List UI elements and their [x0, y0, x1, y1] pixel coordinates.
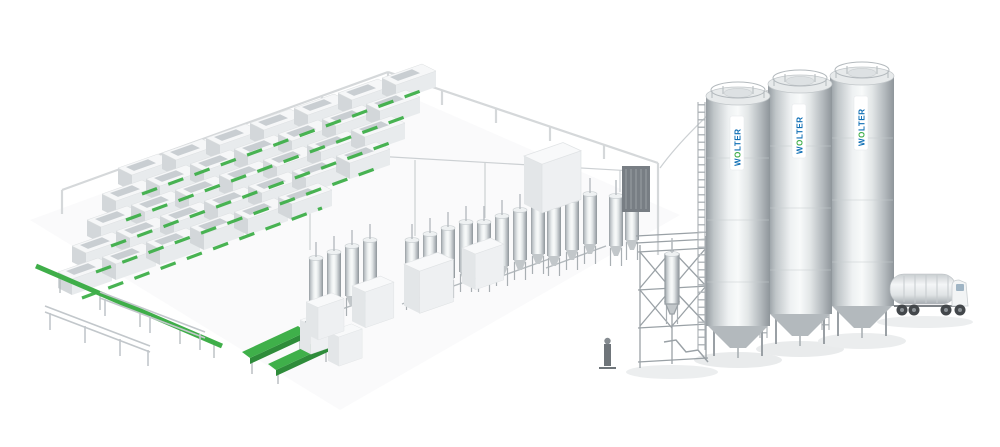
tower-stairs [663, 339, 709, 363]
truck-cab [951, 279, 969, 307]
control-cabinet [351, 275, 395, 329]
central-station [523, 142, 582, 214]
truck-window [956, 284, 964, 291]
tower-shadow [626, 365, 718, 379]
incline-conveyor-side [276, 344, 332, 376]
dryer-station [461, 187, 553, 293]
wolter-logo-text: WOLTER [858, 108, 867, 146]
truck-tank [889, 273, 957, 305]
vacuum-loader [599, 337, 616, 369]
tanker-truck [889, 273, 969, 316]
lattice-tower [635, 231, 711, 368]
wolter-logo-text: WOLTER [734, 128, 743, 166]
incline-conveyor-side [250, 332, 306, 364]
control-cabinet [403, 251, 454, 314]
wolter-logo-text: WOLTER [796, 116, 805, 154]
silo-label-plate [853, 95, 869, 151]
silo-shadow [694, 352, 782, 368]
row-conveyor [141, 87, 427, 196]
control-cabinet [461, 237, 505, 291]
dryer-station [545, 177, 607, 277]
row-conveyors [81, 87, 427, 300]
silo-shadow [818, 333, 906, 349]
silo-group: WOLTER WOLTER WOLTER [698, 62, 894, 358]
cooling-unit [622, 166, 650, 212]
row-conveyor [125, 113, 411, 222]
incline-conveyors [242, 311, 363, 384]
silo-label-plate [729, 115, 745, 171]
roller-tables [44, 291, 206, 366]
truck-shadow [877, 316, 973, 328]
incline-conveyor [242, 326, 306, 358]
row-conveyor [81, 206, 323, 300]
dryer-station [304, 223, 395, 341]
control-cabinet [305, 292, 345, 341]
silo-label-plate [791, 103, 807, 159]
silo-shadow [756, 341, 844, 357]
row-conveyor [95, 165, 381, 274]
row-conveyor [110, 139, 396, 248]
dryer-stations [304, 142, 650, 369]
